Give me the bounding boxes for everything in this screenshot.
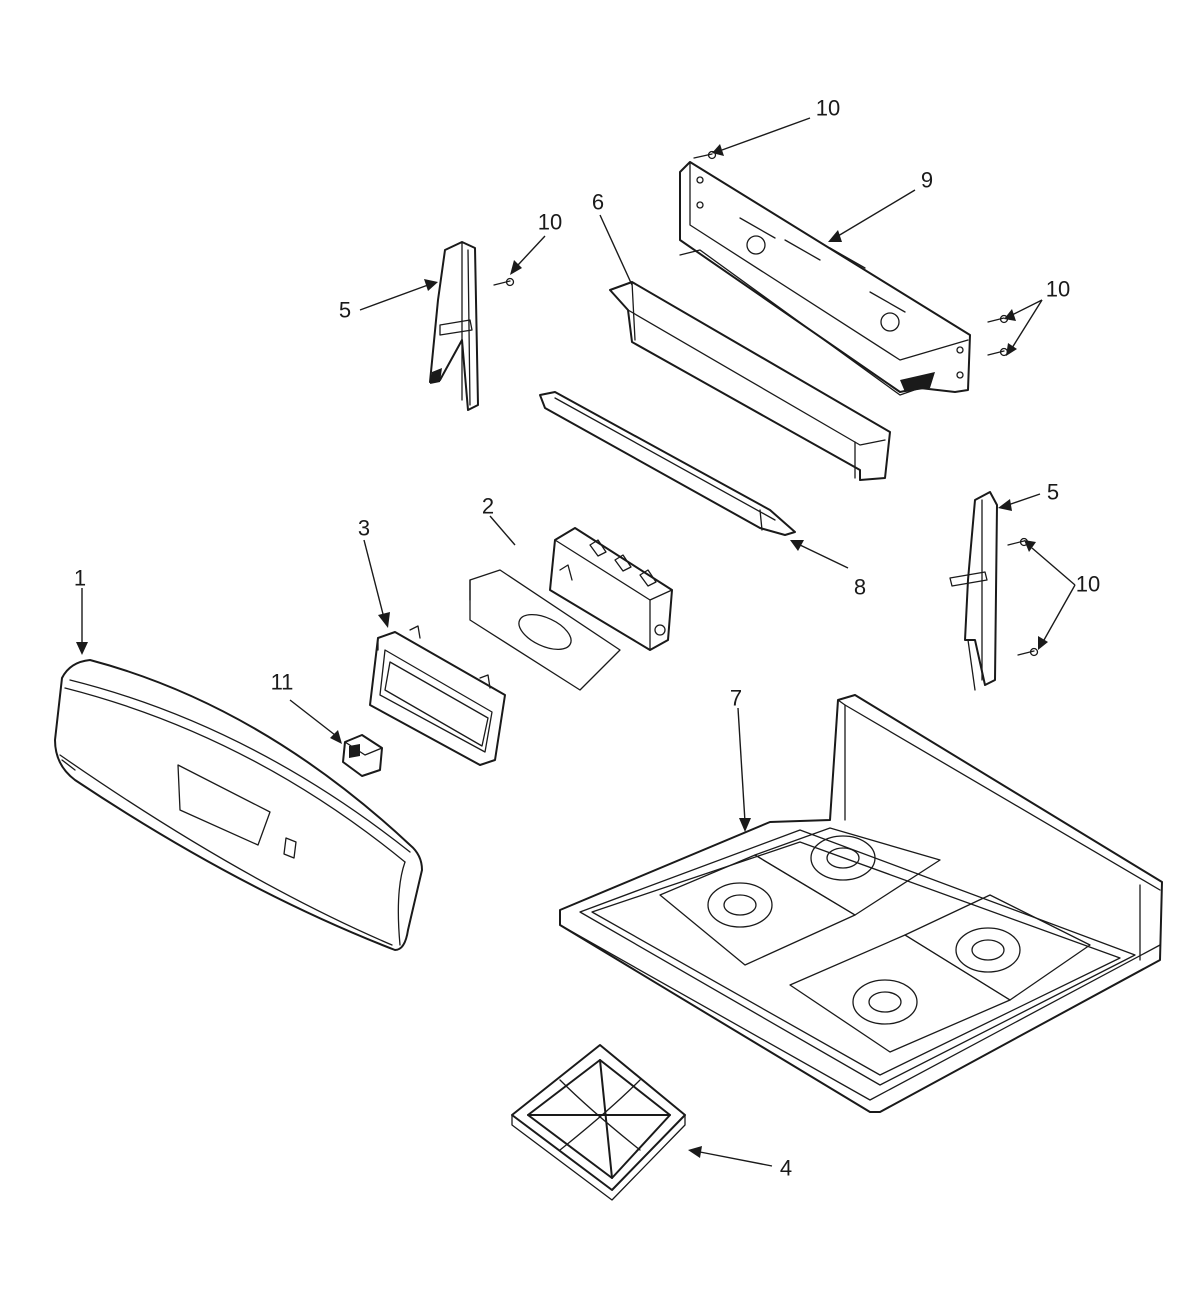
screw-d — [987, 347, 1009, 357]
screw-e — [1007, 537, 1029, 547]
callout-5-right: 5 — [1047, 480, 1059, 505]
callout-6: 6 — [592, 190, 604, 215]
callout-10-lower-right: 10 — [1076, 572, 1100, 597]
callout-2: 2 — [482, 494, 494, 519]
screw-a — [693, 150, 717, 160]
screw-b — [493, 277, 515, 287]
callout-10-right: 10 — [1046, 277, 1070, 302]
burner-grate-part — [511, 1044, 686, 1201]
callout-10-top: 10 — [816, 96, 840, 121]
display-bezel-part — [369, 625, 506, 766]
backguard-panel-part — [679, 161, 971, 396]
screw-f — [1017, 647, 1039, 657]
callout-10-left: 10 — [538, 210, 562, 235]
callout-9: 9 — [921, 168, 933, 193]
trim-strip-part — [609, 281, 891, 481]
control-panel-part — [54, 659, 423, 951]
callout-5-left: 5 — [339, 298, 351, 323]
callout-11: 11 — [271, 670, 294, 695]
callout-labels: 1 2 3 4 5 5 6 7 8 9 10 10 10 10 11 — [74, 96, 1100, 1181]
leader-lines — [76, 117, 1076, 1167]
end-bracket-left-part — [429, 241, 479, 411]
callout-1: 1 — [74, 566, 86, 591]
callout-3: 3 — [358, 516, 370, 541]
callout-4: 4 — [780, 1156, 792, 1181]
switch-part — [342, 734, 383, 777]
callout-7: 7 — [730, 686, 742, 711]
control-board-part — [469, 527, 673, 691]
backguard-trim-part — [539, 391, 796, 536]
cooktop-part — [559, 694, 1163, 1113]
callout-8: 8 — [854, 575, 866, 600]
end-bracket-right-part — [949, 491, 998, 691]
